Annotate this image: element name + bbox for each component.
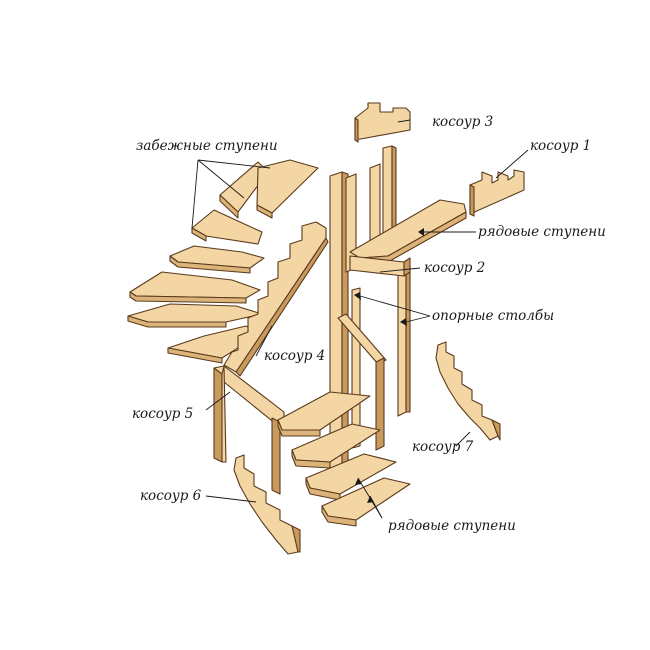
label-stringer-7: косоур 7 — [412, 439, 474, 455]
stringer-3-part — [354, 102, 411, 143]
leader-lines — [191, 119, 529, 519]
label-stringer-1: косоур 1 — [530, 138, 591, 154]
label-support-posts: опорные столбы — [432, 308, 554, 324]
label-winder-steps: забежные ступени — [136, 138, 278, 154]
label-stringer-5: косоур 5 — [132, 406, 193, 422]
stringer-7-part — [435, 341, 501, 441]
stringer-1-part — [469, 169, 525, 217]
label-stringer-3: косоур 3 — [432, 114, 493, 130]
label-straight-steps-top: рядовые ступени — [478, 224, 606, 240]
label-straight-steps-bottom: рядовые ступени — [388, 518, 516, 534]
label-stringer-4: косоур 4 — [264, 348, 325, 364]
label-stringer-6: косоур 6 — [140, 488, 202, 504]
label-stringer-2: косоур 2 — [424, 260, 485, 276]
winder-steps — [127, 159, 319, 364]
arrowheads — [354, 228, 424, 503]
railing — [337, 313, 387, 451]
stringer-4 — [223, 221, 329, 377]
stringer-6-part — [233, 454, 301, 555]
lower-straight-steps — [277, 391, 411, 527]
